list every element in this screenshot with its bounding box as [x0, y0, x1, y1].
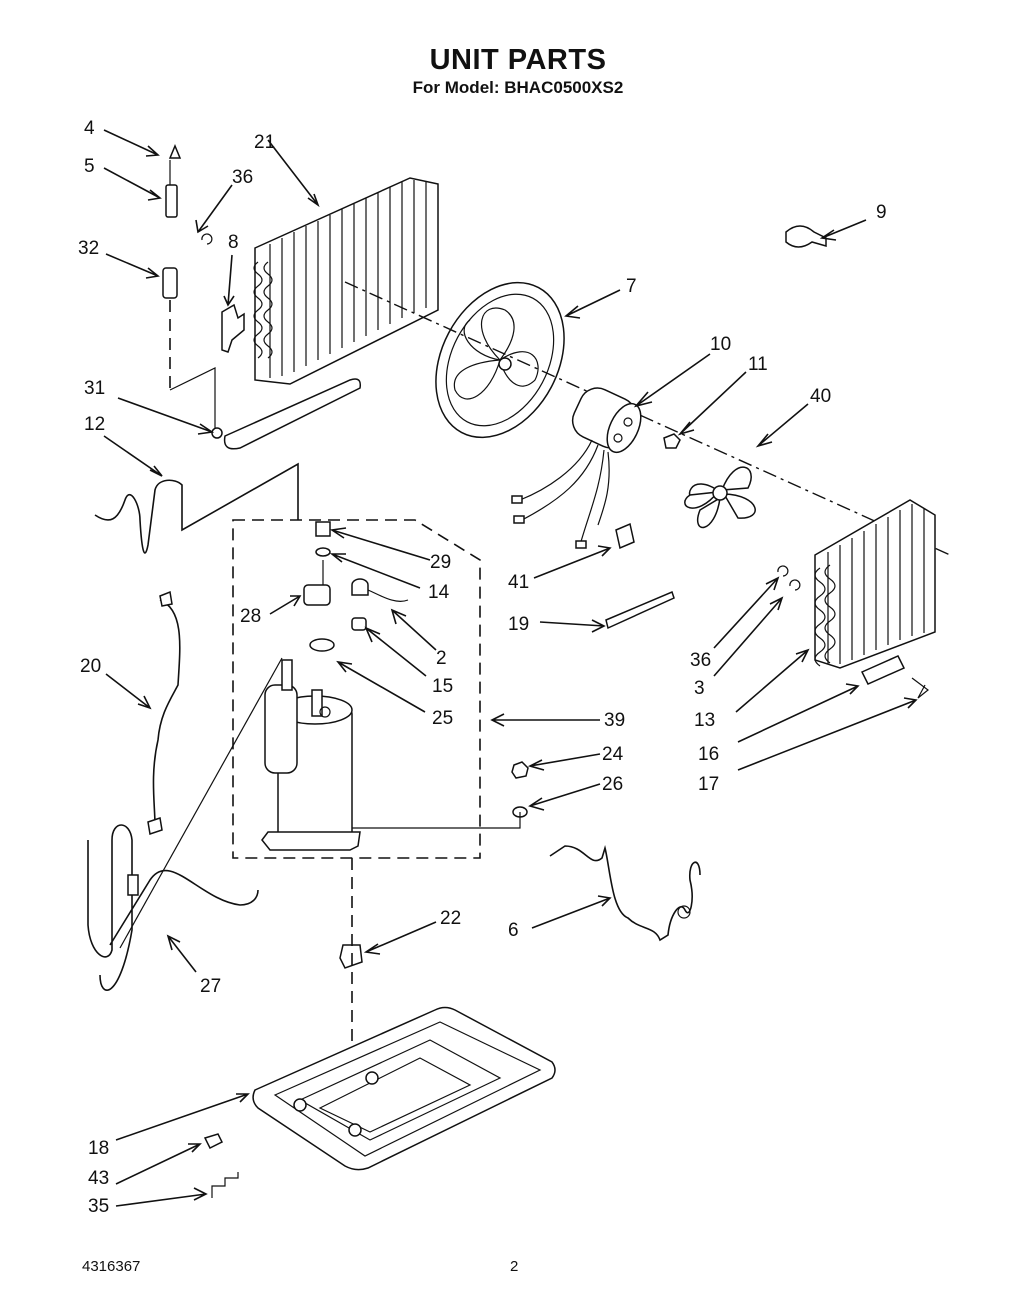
callout-7: 7	[626, 276, 637, 297]
callout-17: 17	[698, 774, 719, 795]
wire-harness	[152, 599, 181, 826]
coil-clip-top	[201, 233, 213, 245]
evaporator-coil	[814, 499, 936, 669]
callout-39: 39	[604, 710, 625, 731]
axial-fan-blade	[684, 466, 756, 528]
callout-36-top: 36	[232, 167, 253, 188]
shroud-bracket	[221, 303, 245, 353]
callout-3: 3	[694, 678, 705, 699]
callout-18: 18	[88, 1138, 109, 1159]
service-valve-parts	[162, 144, 216, 430]
callout-14: 14	[428, 582, 450, 603]
callout-27: 27	[200, 976, 221, 997]
callout-29: 29	[430, 552, 451, 573]
callout-2: 2	[436, 648, 447, 669]
page-number: 2	[510, 1258, 519, 1275]
callout-31: 31	[84, 378, 105, 399]
terminal-hardware	[303, 521, 409, 652]
callout-10: 10	[710, 334, 731, 355]
wire-connector	[615, 522, 635, 550]
callout-leaders	[103, 129, 918, 1207]
callout-5: 5	[84, 156, 95, 177]
callout-9: 9	[876, 202, 887, 223]
model-subtitle: For Model: BHAC0500XS2	[412, 78, 624, 97]
tubing-clamp	[785, 225, 827, 248]
fan-nut	[663, 433, 681, 449]
coil-clip-right-b	[789, 579, 801, 591]
thermistor-clip	[911, 677, 929, 699]
callout-26: 26	[602, 774, 623, 795]
callout-20: 20	[80, 656, 101, 677]
callout-16: 16	[698, 744, 719, 765]
callout-28: 28	[240, 606, 261, 627]
suction-tube	[94, 462, 299, 554]
callout-11: 11	[748, 354, 768, 375]
capillary-tube	[549, 844, 701, 942]
page-title: UNIT PARTS	[429, 44, 607, 76]
callout-40: 40	[810, 386, 831, 407]
callout-43: 43	[88, 1168, 109, 1189]
shaft-centerline	[344, 281, 951, 556]
callout-13: 13	[694, 710, 715, 731]
callout-12: 12	[84, 414, 105, 435]
callout-4: 4	[84, 118, 95, 139]
callout-labels: 4 5 32 21 36 8 9 7 10 11 40 31 12 29 14 …	[78, 118, 887, 1217]
condenser-coil	[211, 177, 439, 450]
grommet	[511, 761, 529, 779]
callout-32: 32	[78, 238, 99, 259]
callout-41: 41	[508, 572, 529, 593]
callout-22: 22	[440, 908, 461, 929]
compressor	[261, 659, 361, 851]
vibration-mount	[339, 944, 363, 969]
callout-15: 15	[432, 676, 453, 697]
callout-35: 35	[88, 1196, 109, 1217]
callout-36-right: 36	[690, 650, 711, 671]
callout-21: 21	[254, 132, 275, 153]
thermistor-bracket	[860, 655, 906, 685]
cable-tie	[605, 590, 675, 630]
base-pan	[252, 1006, 556, 1171]
mounting-screw	[203, 1133, 224, 1150]
callout-8: 8	[228, 232, 239, 253]
callout-24: 24	[602, 744, 624, 765]
spring-clip	[211, 1172, 239, 1198]
discharge-tube	[87, 824, 259, 991]
coil-clip-right-a	[777, 565, 789, 577]
callout-19: 19	[508, 614, 529, 635]
callout-6: 6	[508, 920, 519, 941]
compressor-assembly-outline	[232, 519, 481, 859]
callout-25: 25	[432, 708, 453, 729]
blower-wheel	[435, 281, 565, 439]
document-number: 4316367	[82, 1258, 141, 1275]
fan-motor	[511, 387, 642, 549]
